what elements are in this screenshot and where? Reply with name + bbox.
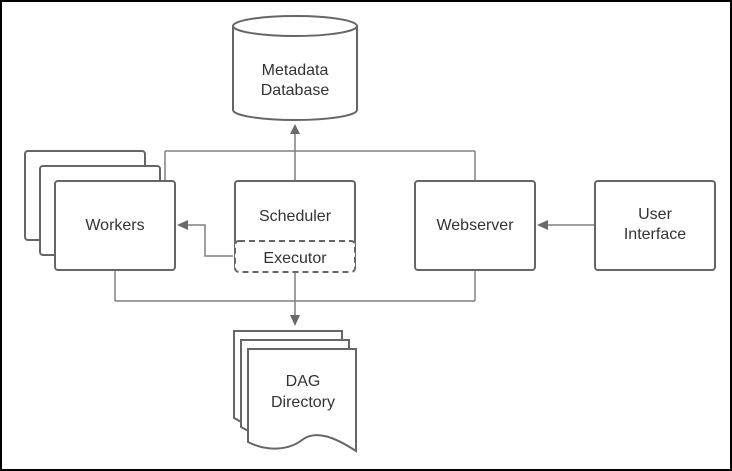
executor-to-workers-line <box>188 224 233 257</box>
database-cylinder-body <box>232 26 358 121</box>
dag-directory-label-line1: DAG <box>286 373 321 390</box>
metadata-database-node: Metadata Database <box>232 15 358 121</box>
arrowhead-up-to-database <box>290 124 300 134</box>
user-interface-node: User Interface <box>594 180 716 271</box>
connector-lines <box>114 134 595 315</box>
metadata-database-label-line1: Metadata <box>262 62 329 79</box>
user-interface-label-line2: Interface <box>624 226 686 243</box>
webserver-label: Webserver <box>436 217 514 234</box>
webserver-box <box>414 180 536 271</box>
arrowhead-left-to-workers <box>177 220 188 230</box>
workers-node: Workers <box>24 150 176 271</box>
database-cylinder-top <box>232 15 358 37</box>
webserver-node: Webserver <box>414 180 536 271</box>
workers-label: Workers <box>85 217 144 234</box>
scheduler-label: Scheduler <box>259 208 332 225</box>
scheduler-node: Scheduler Executor <box>234 180 356 273</box>
user-interface-label-line1: User <box>638 206 672 223</box>
metadata-database-label-line2: Database <box>261 82 330 99</box>
user-interface-box <box>594 180 716 271</box>
workers-stack-front <box>54 180 176 271</box>
dag-document-front <box>247 348 357 453</box>
executor-label: Executor <box>263 250 327 267</box>
dag-directory-node: DAG Directory <box>233 330 357 453</box>
arrowhead-left-to-webserver <box>537 220 548 230</box>
connector-arrowheads <box>177 124 548 326</box>
executor-box <box>234 240 356 273</box>
dag-directory-label-line2: Directory <box>271 394 335 411</box>
arrowhead-down-to-dag-directory <box>290 315 300 326</box>
